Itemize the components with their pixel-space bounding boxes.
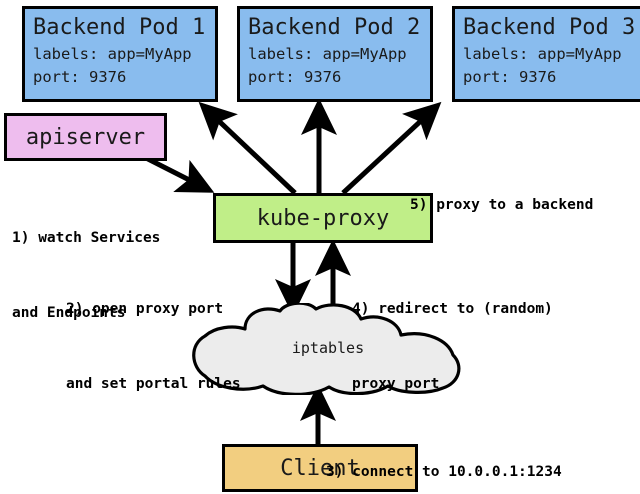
- backend-pod-1-title: Backend Pod 1: [33, 15, 206, 40]
- edge-label-connect: 3) connect to 10.0.0.1:1234: [326, 410, 562, 494]
- iptables-cloud: iptables: [183, 301, 473, 396]
- edge-label-redirect: 4) redirect to (random) proxy port: [352, 247, 553, 447]
- edge-label-redirect-line2: proxy port: [352, 376, 440, 392]
- backend-pod-1: Backend Pod 1 labels: app=MyApp port: 93…: [22, 6, 218, 102]
- arrow-apiserver-to-kubeproxy: [144, 155, 215, 193]
- backend-pod-3-title: Backend Pod 3: [463, 15, 636, 40]
- cloud-shape: [192, 301, 461, 396]
- kube-proxy-label: kube-proxy: [256, 205, 390, 231]
- apiserver-node: apiserver: [4, 113, 167, 161]
- edge-label-watch-services-line2: and Endpoints: [12, 305, 126, 321]
- backend-pod-3: Backend Pod 3 labels: app=MyApp port: 93…: [452, 6, 640, 102]
- edge-label-redirect-line1: 4) redirect to (random): [352, 301, 553, 317]
- kube-proxy-node: kube-proxy: [213, 193, 433, 243]
- apiserver-label: apiserver: [25, 124, 146, 150]
- arrow-kubeproxy-to-pod1: [198, 101, 297, 195]
- edge-label-proxy-to-backend: 5) proxy to a backend: [410, 143, 593, 268]
- backend-pod-3-labels: labels: app=MyApp: [463, 45, 622, 63]
- arrow-kubeproxy-to-pod3: [341, 101, 442, 195]
- iptables-label: iptables: [291, 339, 365, 357]
- client-label: Client: [280, 455, 360, 481]
- backend-pod-3-port: port: 9376: [463, 68, 557, 86]
- backend-pod-1-labels: labels: app=MyApp: [33, 45, 192, 63]
- backend-pod-2-title: Backend Pod 2: [248, 15, 421, 40]
- edge-label-open-proxy-port-line2: and set portal rules: [66, 376, 241, 392]
- backend-pod-2-port: port: 9376: [248, 68, 342, 86]
- edge-label-watch-services-line1: 1) watch Services: [12, 230, 161, 246]
- backend-pod-2: Backend Pod 2 labels: app=MyApp port: 93…: [237, 6, 433, 102]
- edge-label-watch-services: 1) watch Services and Endpoints: [12, 176, 160, 376]
- edge-label-connect-line1: 3) connect to 10.0.0.1:1234: [326, 464, 562, 480]
- edge-label-proxy-to-backend-line1: 5) proxy to a backend: [410, 197, 594, 213]
- backend-pod-1-port: port: 9376: [33, 68, 127, 86]
- edge-label-open-proxy-port-line1: 2) open proxy port: [66, 301, 224, 317]
- edge-label-open-proxy-port: 2) open proxy port and set portal rules: [66, 247, 241, 447]
- client-node: Client: [222, 444, 418, 492]
- backend-pod-2-labels: labels: app=MyApp: [248, 45, 407, 63]
